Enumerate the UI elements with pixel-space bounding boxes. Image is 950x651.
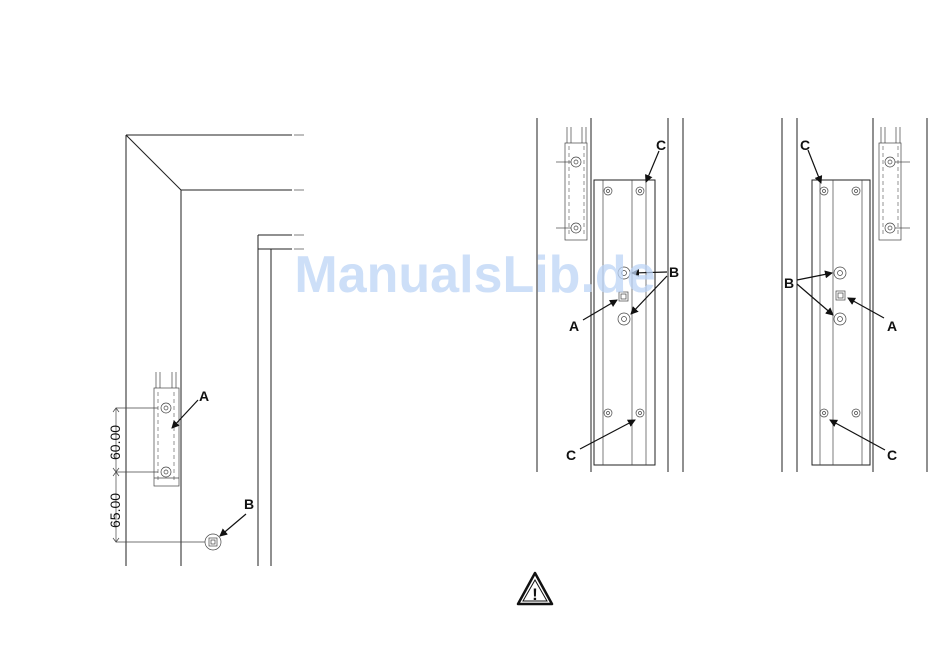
right-arrow-b-2 xyxy=(797,284,833,315)
right-arrow-c-top xyxy=(808,150,821,183)
left-label-a: A xyxy=(199,388,209,404)
left-arrow-a xyxy=(172,400,198,428)
left-dimension-lines xyxy=(113,408,205,542)
left-arrow-b xyxy=(220,514,246,536)
left-hinge-bracket xyxy=(154,372,179,486)
right-label-c-top: C xyxy=(800,137,810,153)
left-label-b: B xyxy=(244,496,254,512)
right-arrow-b-1 xyxy=(797,273,832,280)
middle-arrow-c-top xyxy=(646,151,659,182)
dimension-65: 65.00 xyxy=(107,493,123,528)
right-label-a: A xyxy=(887,318,897,334)
watermark-text: ManualsLib.de xyxy=(294,246,655,304)
right-label-b: B xyxy=(784,275,794,291)
right-arrow-a xyxy=(848,298,884,318)
middle-hinge-bracket xyxy=(556,127,587,240)
right-label-c-bottom: C xyxy=(887,447,897,463)
warning-triangle-icon: ! xyxy=(518,573,552,604)
right-frame-drawing xyxy=(782,118,927,472)
warning-exclamation: ! xyxy=(532,585,538,604)
left-screw-b xyxy=(205,534,221,550)
middle-label-c-top: C xyxy=(656,137,666,153)
middle-label-c-bottom: C xyxy=(566,447,576,463)
middle-arrow-c-bottom xyxy=(580,420,635,449)
right-arrow-c-bottom xyxy=(830,420,885,450)
middle-label-a: A xyxy=(569,318,579,334)
right-hinge-bracket xyxy=(879,127,910,240)
middle-label-b: B xyxy=(669,264,679,280)
dimension-60: 60.00 xyxy=(107,425,123,460)
left-frame-drawing xyxy=(126,135,304,566)
